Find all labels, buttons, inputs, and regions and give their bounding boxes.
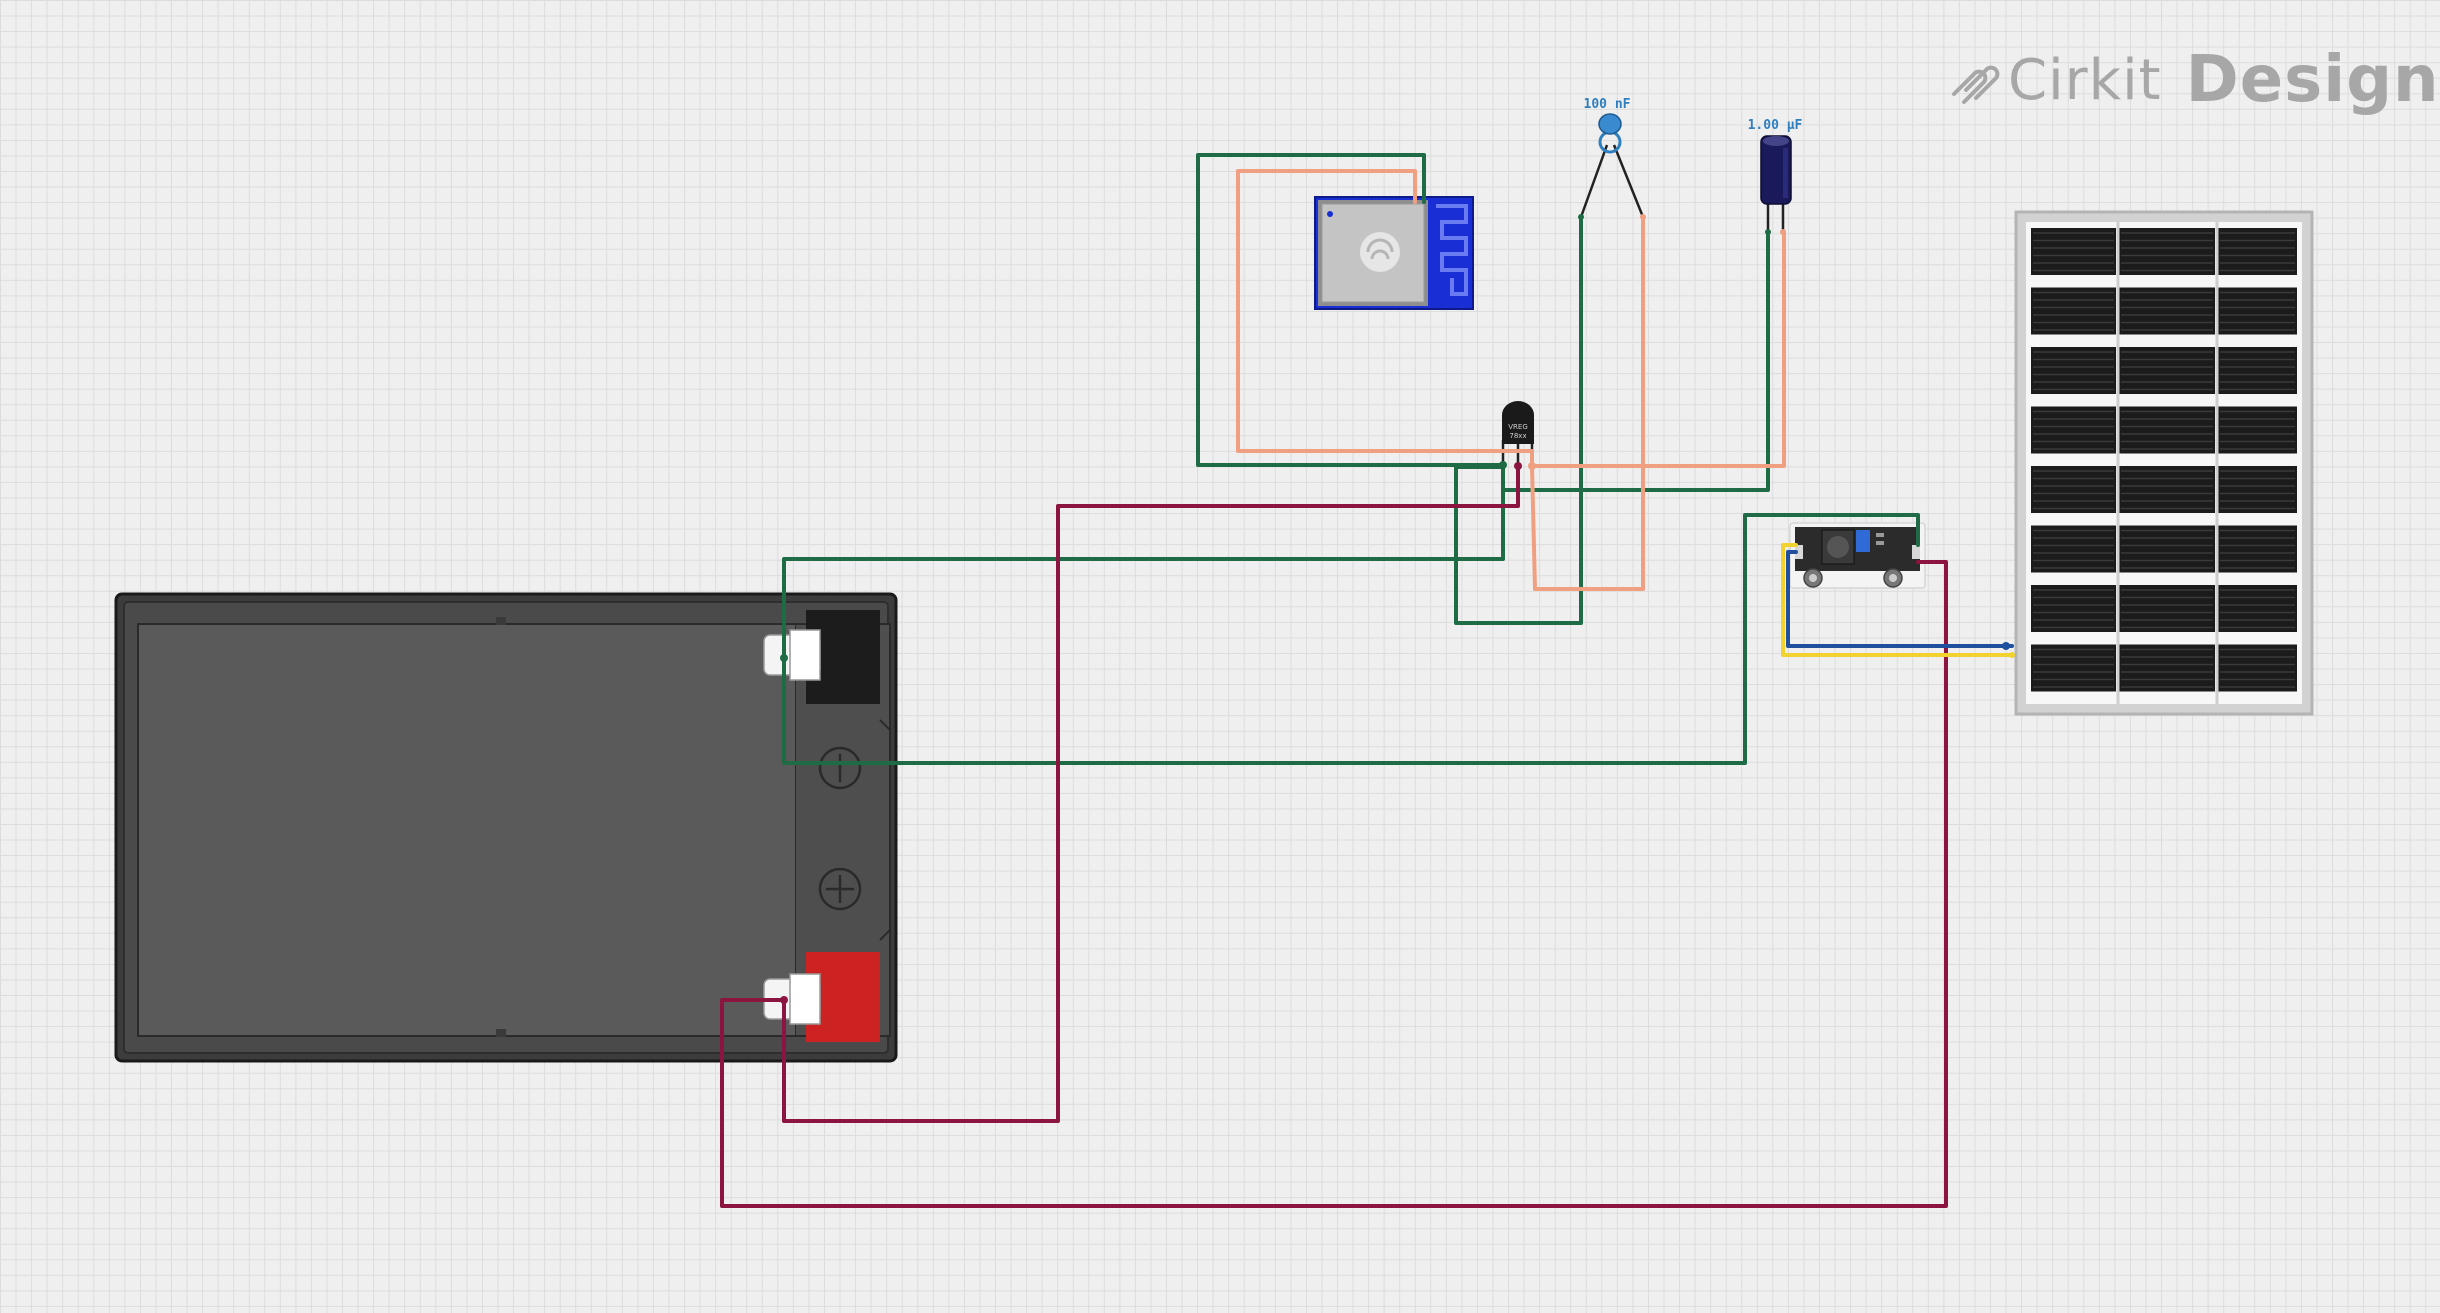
solar-panel[interactable] [2014,210,2314,716]
wire-power-controller-to-battery [720,560,1948,1208]
solar-cell [2218,406,2297,454]
wire-solar-negative [1786,550,2014,648]
wire-output-esp-to-regulator [1236,169,1534,468]
solar-cell [2218,585,2297,632]
solar-cell [2031,228,2116,275]
ceramic-capacitor-label: 100 nF [1584,97,1631,112]
solar-cell [2119,228,2215,275]
regulator-marking-line2: 78xx [1509,432,1526,440]
cirkit-logo-icon [1952,65,2000,104]
wire-solar-positive [1781,543,2014,657]
voltage-regulator[interactable]: VREG 78xx [1501,401,1534,466]
solar-cell [2119,585,2215,632]
wire-ground-regulator-to-battery [782,463,1505,660]
plus-symbol [818,867,862,911]
solar-cell [2031,287,2116,335]
solar-cell [2218,228,2297,275]
solar-cell [2218,466,2297,513]
wire-output-electrolytic-cap [1530,230,1786,468]
esp-wifi-module[interactable] [1314,196,1474,310]
solar-cell [2119,644,2215,692]
brand-name-part2: Designer [2185,43,2440,117]
charge-controller-module[interactable] [1789,522,1926,589]
wire-power-regulator-to-battery [782,464,1520,1123]
wires [720,153,2015,1208]
solar-cell [2119,406,2215,454]
cirkit-designer-logo: Cirkit Designer [1950,40,2440,120]
solar-cell [2031,466,2116,513]
ceramic-capacitor[interactable]: 100 nF [1578,97,1646,220]
wire-ground-electrolytic-cap [1501,230,1770,492]
negative-terminal[interactable] [763,610,880,704]
solar-cell [2218,347,2297,394]
pcb-antenna-icon [1436,204,1468,296]
regulator-marking-line1: VREG [1508,423,1528,431]
wire-ground-battery-to-controller [782,513,1920,765]
brand-name-part1: Cirkit [2008,47,2162,113]
minus-symbol [818,746,862,790]
positive-terminal[interactable] [763,952,880,1042]
electrolytic-capacitor[interactable]: 1.00 µF [1748,118,1803,235]
solar-cell [2218,644,2297,692]
solar-cell [2119,287,2215,335]
solar-cell [2119,525,2215,573]
solar-cell [2031,347,2116,394]
wire-output-ceramic-cap [1530,215,1645,591]
solar-cell [2031,585,2116,632]
solar-cell [2031,644,2116,692]
wire-ground-ceramic-cap [1454,215,1583,625]
battery[interactable] [114,592,898,1063]
solar-cell [2218,525,2297,573]
electrolytic-capacitor-label: 1.00 µF [1748,118,1803,133]
solar-cell [2218,287,2297,335]
solar-cell [2119,466,2215,513]
solar-cell [2031,525,2116,573]
solar-cell [2119,347,2215,394]
solar-cell [2031,406,2116,454]
wire-ground-esp-to-regulator [1196,153,1505,467]
